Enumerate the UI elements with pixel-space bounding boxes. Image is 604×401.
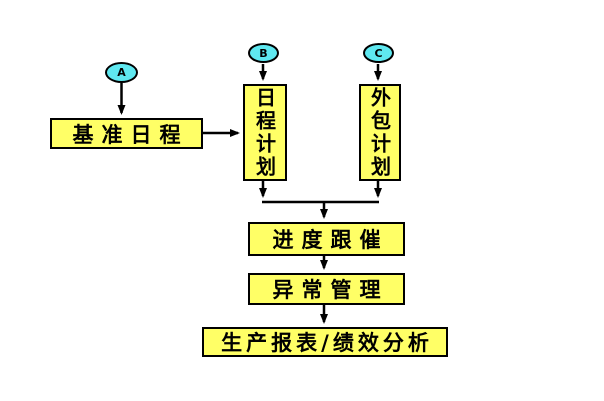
node-daily-schedule-plan-label: 日程计划 bbox=[252, 86, 277, 179]
node-base-schedule-label: 基准日程 bbox=[72, 122, 189, 147]
node-report-analysis-label: 生产报表/绩效分析 bbox=[221, 331, 433, 355]
node-exception-management-label: 异常管理 bbox=[272, 278, 389, 302]
connector-a: A bbox=[105, 62, 138, 83]
node-progress-tracking: 进度跟催 bbox=[248, 222, 405, 256]
node-outsourcing-plan: 外包计划 bbox=[359, 84, 401, 181]
node-base-schedule: 基准日程 bbox=[50, 118, 203, 149]
node-outsourcing-plan-label: 外包计划 bbox=[367, 86, 392, 179]
connector-b-label: B bbox=[259, 46, 268, 60]
node-progress-tracking-label: 进度跟催 bbox=[272, 228, 389, 252]
connector-b: B bbox=[248, 43, 279, 63]
connector-a-label: A bbox=[117, 66, 126, 79]
node-daily-schedule-plan: 日程计划 bbox=[243, 84, 287, 181]
node-report-analysis: 生产报表/绩效分析 bbox=[202, 327, 448, 357]
node-exception-management: 异常管理 bbox=[248, 273, 405, 305]
connector-c: C bbox=[363, 43, 394, 63]
connector-c-label: C bbox=[374, 46, 383, 60]
